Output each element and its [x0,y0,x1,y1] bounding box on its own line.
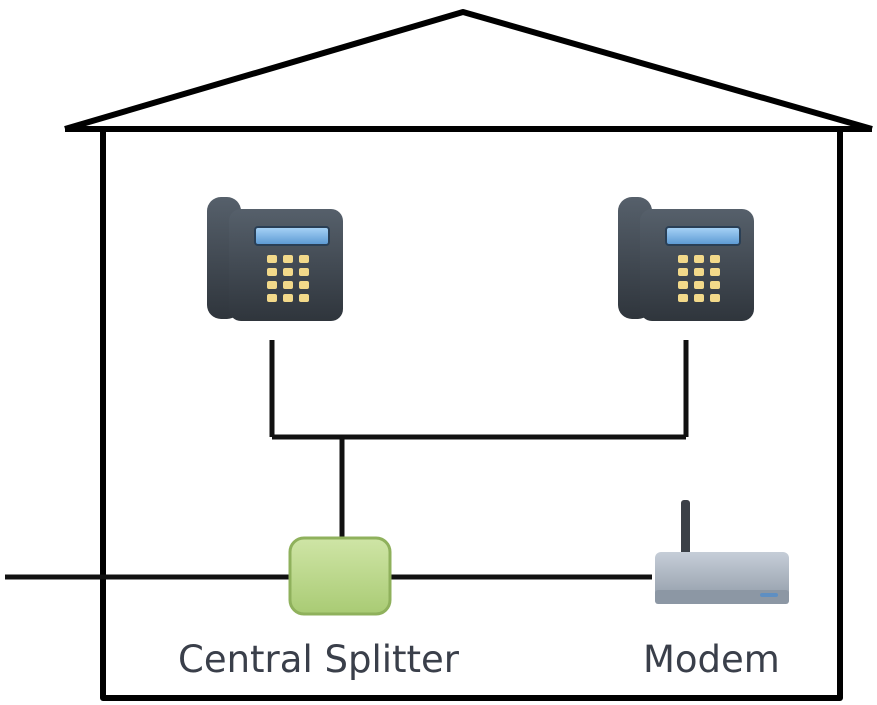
modem-front [655,590,789,604]
modem-antenna [681,500,690,558]
telephone-icon [206,196,344,322]
splitter-label: Central Splitter [178,638,460,681]
central-splitter [288,536,392,616]
telephone-icon [617,196,755,322]
modem-status-light [760,593,778,597]
wiring [5,340,689,580]
modem-icon [655,500,789,604]
modem-label: Modem [643,638,780,681]
splitter-box [288,536,392,616]
house-walls [100,129,843,701]
house-roof [64,9,873,132]
house-outline [64,9,873,701]
